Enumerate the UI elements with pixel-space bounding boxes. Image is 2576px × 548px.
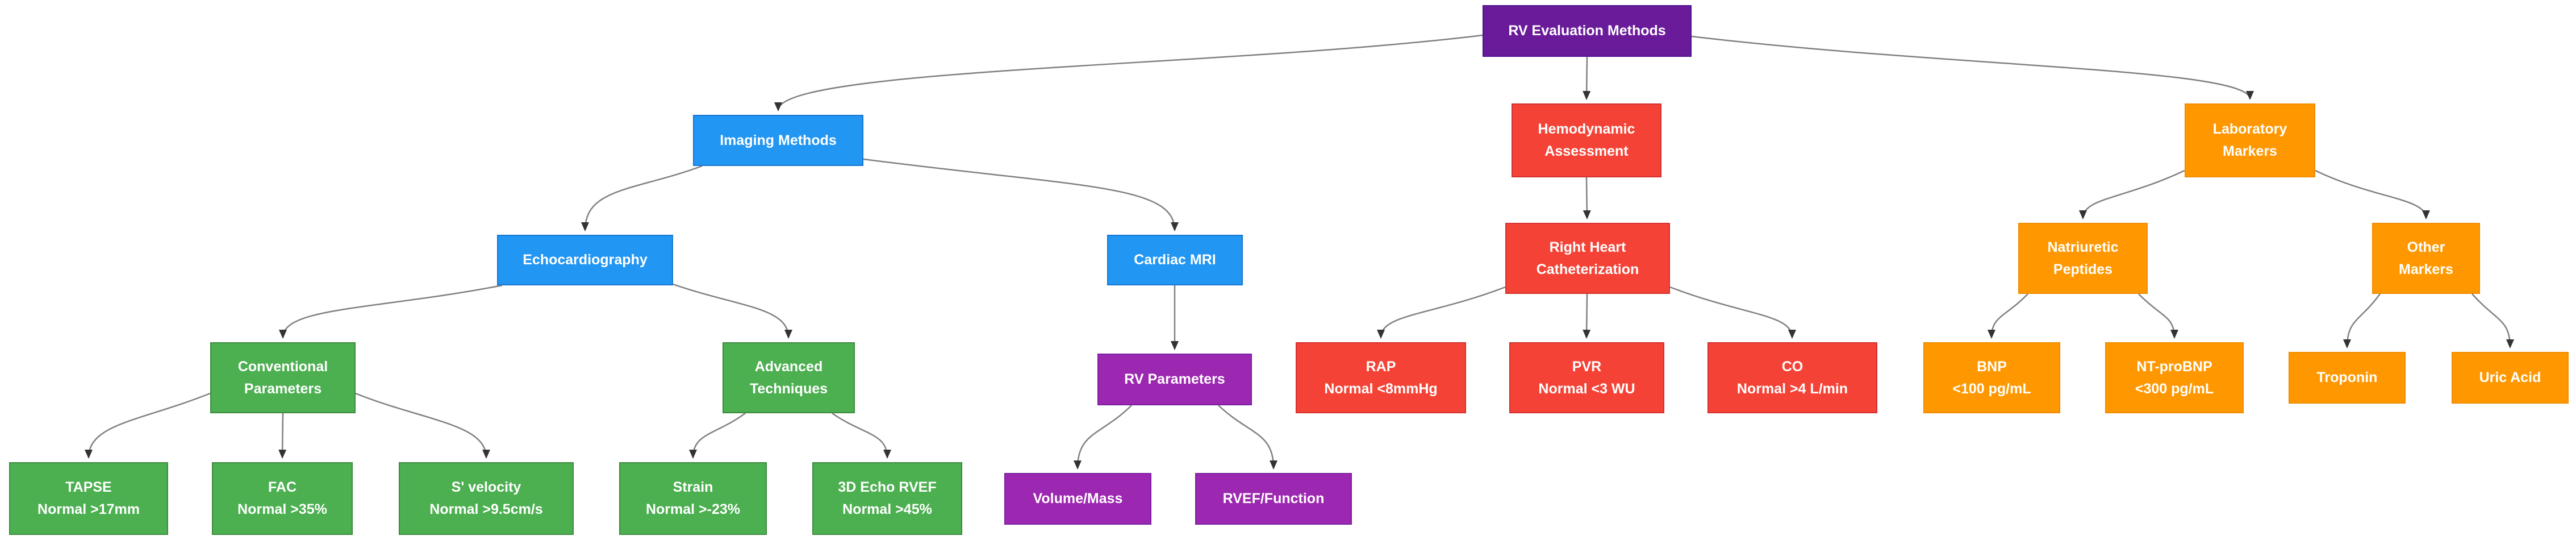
node-co: CO Normal >4 L/min <box>1707 342 1877 413</box>
node-label: RAP Normal <8mmHg <box>1324 358 1438 397</box>
node-nt-probnp: NT-proBNP <300 pg/mL <box>2105 342 2244 413</box>
node-label: Imaging Methods <box>720 132 837 148</box>
edge-imaging-echocardiography <box>581 165 703 231</box>
edge-hemodynamic-rhc <box>1583 177 1591 219</box>
node-cardiac-mri: Cardiac MRI <box>1107 235 1243 285</box>
node-right-heart-catheterization: Right Heart Catheterization <box>1505 223 1670 294</box>
node-label: PVR Normal <3 WU <box>1538 358 1635 397</box>
node-label: Strain Normal >-23% <box>645 479 741 517</box>
node-conventional-parameters: Conventional Parameters <box>210 342 356 413</box>
edge-natriuretic-bnp <box>1988 293 2028 339</box>
node-label: Right Heart Catheterization <box>1536 239 1639 277</box>
edge-conventional-fac <box>278 413 287 459</box>
edge-conventional-s-velocity <box>355 392 490 459</box>
edge-rv-parameters-rvef-function <box>1218 405 1277 470</box>
node-rap: RAP Normal <8mmHg <box>1296 342 1466 413</box>
edge-rv-parameters-volume-mass <box>1074 405 1132 470</box>
node-rv-evaluation-methods: RV Evaluation Methods <box>1483 5 1692 57</box>
node-bnp: BNP <100 pg/mL <box>1923 342 2060 413</box>
node-label: RV Parameters <box>1124 371 1225 387</box>
edge-other-markers-troponin <box>2343 293 2381 348</box>
node-imaging-methods: Imaging Methods <box>693 115 863 166</box>
edge-root-imaging <box>774 34 1483 111</box>
edge-rhc-co <box>1669 286 1796 339</box>
node-label: S' velocity Normal >9.5cm/s <box>429 479 543 517</box>
node-rv-parameters: RV Parameters <box>1097 354 1252 405</box>
node-label: Natriuretic Peptides <box>2047 239 2119 277</box>
node-laboratory-markers: Laboratory Markers <box>2185 103 2315 177</box>
edge-root-hemodynamic <box>1583 56 1591 100</box>
edge-rhc-pvr <box>1583 293 1591 339</box>
node-other-markers: Other Markers <box>2372 223 2480 294</box>
node-volume-mass: Volume/Mass <box>1004 473 1151 525</box>
node-label: Troponin <box>2316 370 2378 385</box>
node-fac: FAC Normal >35% <box>212 462 353 535</box>
edge-advanced-strain <box>689 412 746 459</box>
node-label: Cardiac MRI <box>1134 252 1216 268</box>
node-s-velocity: S' velocity Normal >9.5cm/s <box>399 462 574 535</box>
edge-natriuretic-nt-probnp <box>2138 293 2178 339</box>
node-uric-acid: Uric Acid <box>2452 352 2569 404</box>
edge-rhc-rap <box>1377 286 1506 339</box>
node-label: Uric Acid <box>2479 370 2541 385</box>
node-label: Hemodynamic Assessment <box>1538 121 1635 159</box>
edge-advanced-3d-echo <box>832 412 891 459</box>
node-label: Conventional Parameters <box>237 358 328 397</box>
edge-echo-advanced <box>673 283 792 339</box>
node-label: Echocardiography <box>523 252 648 268</box>
node-natriuretic-peptides: Natriuretic Peptides <box>2018 223 2148 294</box>
node-rvef-function: RVEF/Function <box>1195 473 1352 525</box>
node-hemodynamic-assessment: Hemodynamic Assessment <box>1512 103 1661 177</box>
node-label: Other Markers <box>2399 239 2453 277</box>
node-label: TAPSE Normal >17mm <box>37 479 140 517</box>
node-label: 3D Echo RVEF Normal >45% <box>838 479 937 517</box>
edge-laboratory-other-markers <box>2315 169 2430 219</box>
edge-imaging-cardiac-mri <box>863 158 1179 231</box>
edge-laboratory-natriuretic <box>2079 169 2185 219</box>
node-label: Laboratory Markers <box>2212 121 2287 159</box>
node-label: Advanced Techniques <box>749 358 828 397</box>
node-3d-echo-rvef: 3D Echo RVEF Normal >45% <box>812 462 962 535</box>
edge-conventional-tapse <box>85 392 211 459</box>
node-troponin: Troponin <box>2289 352 2406 404</box>
node-label: FAC Normal >35% <box>237 479 327 517</box>
node-label: RV Evaluation Methods <box>1508 23 1666 39</box>
node-advanced-techniques: Advanced Techniques <box>723 342 855 413</box>
edge-echo-conventional <box>279 284 503 339</box>
node-strain: Strain Normal >-23% <box>619 462 767 535</box>
node-label: RVEF/Function <box>1222 491 1325 507</box>
node-echocardiography: Echocardiography <box>497 235 673 285</box>
node-label: BNP <100 pg/mL <box>1952 358 2031 397</box>
edge-root-laboratory <box>1691 35 2254 100</box>
node-pvr: PVR Normal <3 WU <box>1509 342 1664 413</box>
node-label: Volume/Mass <box>1033 491 1123 507</box>
edge-other-markers-uric-acid <box>2471 293 2514 348</box>
node-label: CO Normal >4 L/min <box>1736 358 1848 397</box>
node-tapse: TAPSE Normal >17mm <box>9 462 168 535</box>
node-label: NT-proBNP <300 pg/mL <box>2135 358 2214 397</box>
